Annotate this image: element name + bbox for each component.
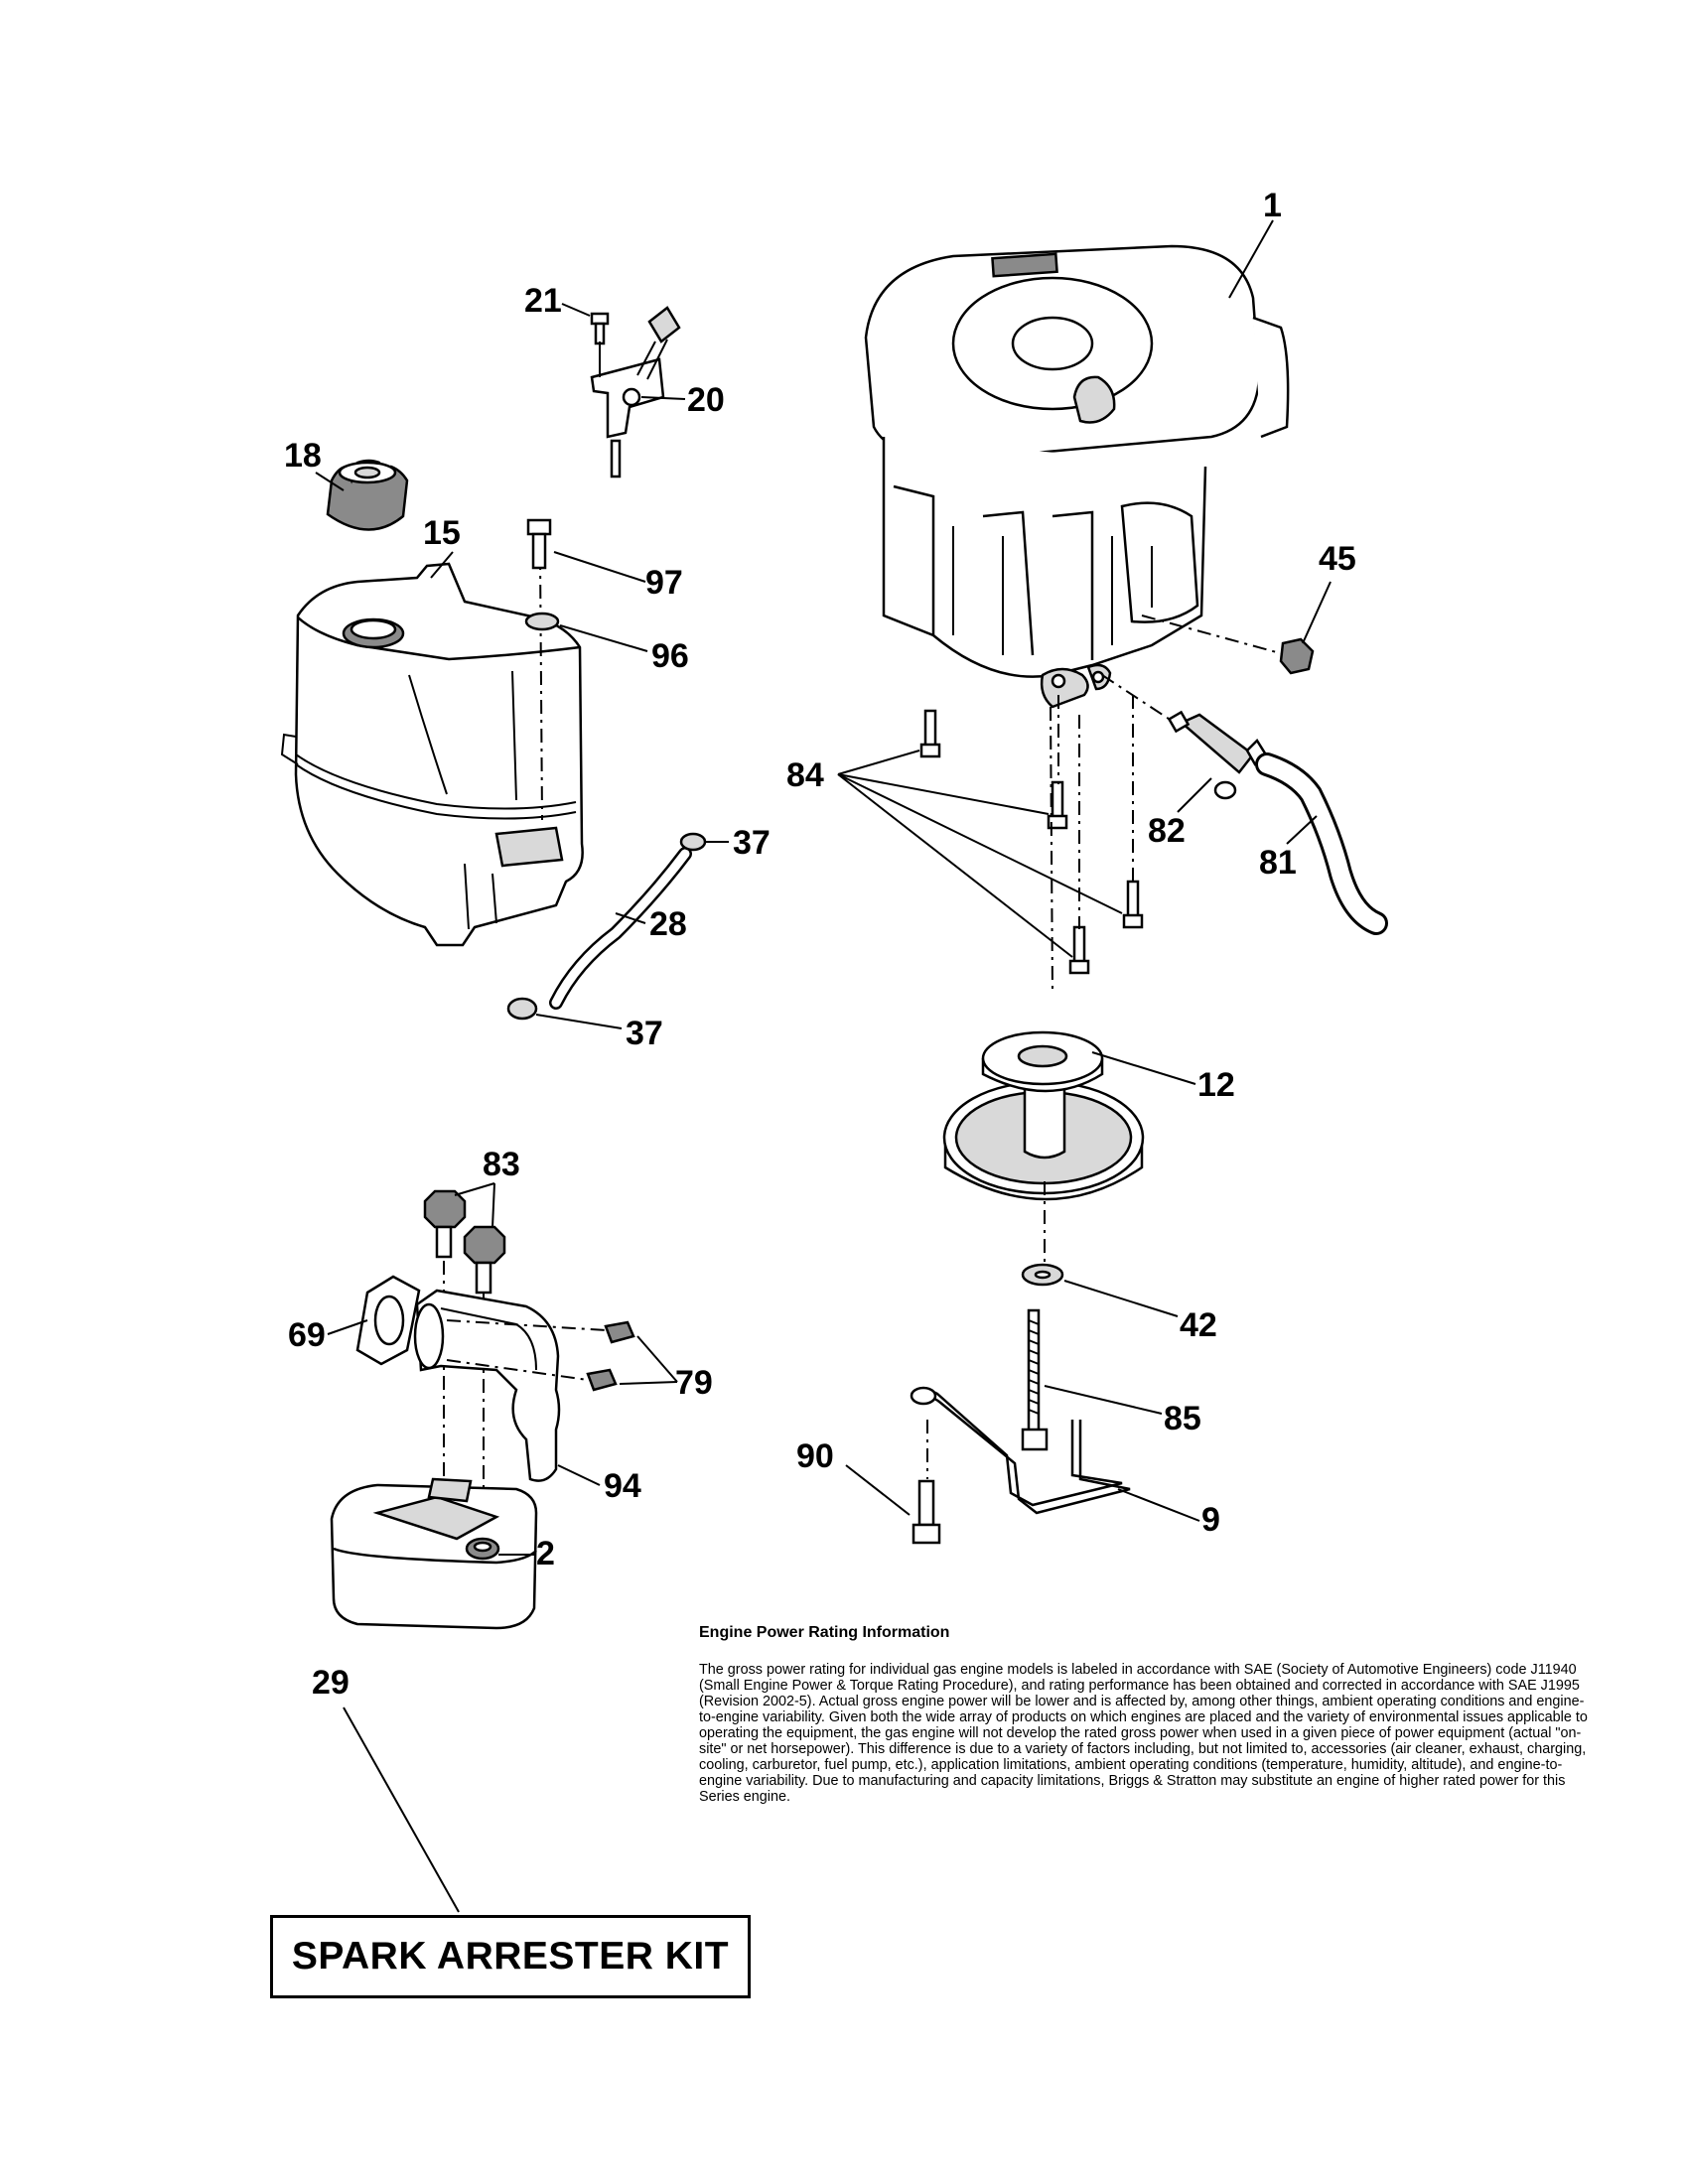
spark-arrester-kit-box: SPARK ARRESTER KIT [270,1915,751,1998]
leader-81 [1286,815,1318,845]
spark-arrester-kit-label: SPARK ARRESTER KIT [291,1935,730,1978]
rod-bolt-part [912,1479,941,1545]
fuel-tank-part [280,562,584,947]
leader-84b [837,773,1050,815]
fuel-cap-part [326,459,409,531]
leader-83b [491,1182,495,1228]
callout-96: 96 [651,637,689,675]
leader-9 [1117,1488,1200,1522]
callout-79: 79 [675,1364,713,1402]
centerline-79b [446,1359,589,1381]
leader-94 [557,1464,601,1486]
callout-21: 21 [524,282,562,320]
leader-18 [315,472,345,491]
callout-97: 97 [645,564,683,602]
centerline-79a [446,1319,607,1331]
exhaust-pipe-part [413,1289,561,1482]
screw-part [526,518,552,570]
callout-69: 69 [288,1316,326,1354]
leader-84c [837,773,1123,914]
nut-part [1279,637,1315,675]
centerline-82 [1101,674,1173,722]
callout-28: 28 [649,905,687,943]
callout-18: 18 [284,437,322,475]
leader-79b [619,1381,678,1385]
leader-97 [553,551,646,583]
leader-85 [1044,1385,1163,1415]
leader-84 [837,750,920,775]
callout-83: 83 [483,1146,520,1183]
leader-83a [454,1182,495,1196]
callout-84: 84 [786,756,824,794]
pulley-bolt-part [1021,1308,1049,1451]
pulley-part [942,1030,1145,1201]
callout-9: 9 [1201,1501,1220,1539]
callout-85: 85 [1164,1400,1201,1437]
info-title: Engine Power Rating Information [699,1624,950,1641]
rod-part-outline [918,1396,1131,1515]
callout-45: 45 [1319,540,1356,578]
leader-21 [561,303,591,317]
fuel-filter-part [1167,710,1269,800]
callout-94: 94 [604,1467,641,1505]
hose-clamp-lower-part [506,997,538,1021]
pulley-washer-hole [1034,1270,1052,1280]
leader-42 [1063,1280,1179,1317]
leader-12 [1091,1051,1196,1085]
muffler-part [330,1477,538,1630]
leader-90 [845,1464,911,1516]
leader-1 [1228,219,1274,299]
fuel-hose-inner [551,849,690,1008]
leader-79a [636,1335,678,1383]
centerline-pulley [1050,706,1053,994]
engine-bolt-part [919,709,1144,975]
callout-2: 2 [536,1535,555,1572]
leader-20 [640,396,686,400]
leader-45 [1302,581,1332,644]
leader-84d [837,773,1073,958]
callout-90: 90 [796,1437,834,1475]
muffler-bolt-part [423,1189,506,1295]
washer-part [524,612,560,631]
leader-28 [615,912,646,924]
bolt-part [590,312,610,345]
callout-1: 1 [1263,187,1282,224]
hose-clamp-upper-part [679,832,707,852]
leader-37b [535,1014,623,1029]
callout-37b: 37 [626,1015,663,1052]
fuel-line-inner [1258,755,1385,932]
callout-29: 29 [312,1664,350,1702]
callout-37a: 37 [733,824,771,862]
gasket-hole [373,1295,405,1346]
leader-69 [327,1319,368,1335]
exhaust-screw-part [586,1320,635,1392]
rod-eyelet [910,1386,937,1406]
callout-15: 15 [423,514,461,552]
engine-power-info: Engine Power Rating Information The gros… [699,1624,1593,1805]
callout-20: 20 [687,381,725,419]
leader-29 [343,1706,460,1913]
leader-96 [559,624,648,652]
leader-15 [430,551,454,579]
callout-12: 12 [1197,1066,1235,1104]
callout-82: 82 [1148,812,1186,850]
callout-81: 81 [1259,844,1297,882]
engine-part [864,244,1290,709]
throttle-bracket-part [590,306,681,478]
centerline-45 [1141,614,1296,658]
leader-82 [1177,777,1212,813]
info-body: The gross power rating for individual ga… [699,1662,1588,1805]
callout-42: 42 [1180,1306,1217,1344]
